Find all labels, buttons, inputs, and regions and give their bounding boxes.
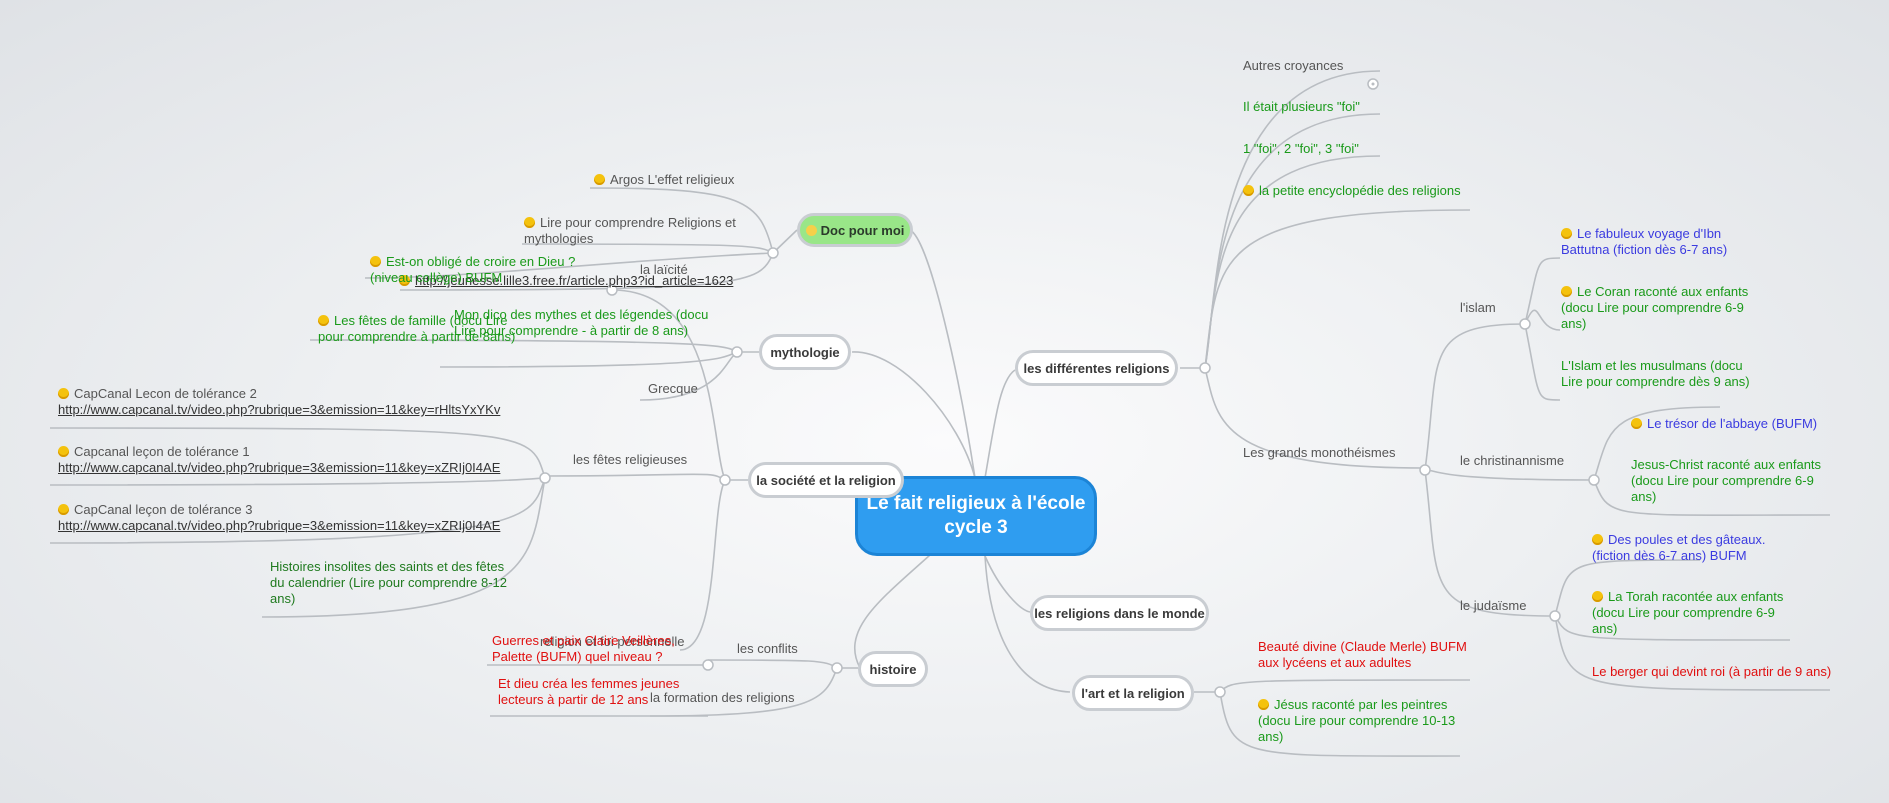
leaf-poules-gateaux[interactable]: Des poules et des gâteaux. (fiction dès … [1592,532,1766,563]
branch-grands-monotheismes[interactable]: Les grands monothéismes [1243,445,1396,460]
leaf-ibn-battutna[interactable]: Le fabuleux voyage d'Ibn Battutna (ficti… [1561,226,1728,257]
emoji-icon [318,315,329,326]
emoji-icon [58,388,69,399]
leaf-petite-encyclopedie[interactable]: la petite encyclopédie des religions [1243,183,1461,199]
emoji-icon [524,217,535,228]
branch-autres-croyances[interactable]: Autres croyances [1243,58,1344,73]
leaf-fetes-famille[interactable]: Les fêtes de famille (docu Lire pour com… [318,313,516,344]
leaf-coran[interactable]: Le Coran raconté aux enfants (docu Lire … [1561,284,1749,331]
node-doc-pour-moi[interactable]: Doc pour moi [797,213,913,247]
leaf-dico-mythes[interactable]: Mon dico des mythes et des légendes (doc… [454,307,709,338]
leaf-tresor-abbaye[interactable]: Le trésor de l'abbaye (BUFM) [1631,416,1817,432]
node-religions-monde[interactable]: les religions dans le monde [1030,595,1209,631]
leaf-grecque[interactable]: Grecque [648,381,698,396]
leaf-histoires-insolites[interactable]: Histoires insolites des saints et des fê… [270,559,508,606]
leaf-un-foi[interactable]: 1 "foi", 2 "foi", 3 "foi" [1243,141,1359,156]
branch-judaisme[interactable]: le judaïsme [1460,598,1527,613]
node-differentes-religions[interactable]: les différentes religions [1015,350,1178,386]
leaf-beaute-divine[interactable]: Beauté divine (Claude Merle) BUFM aux ly… [1258,639,1467,670]
branch-religion-foi[interactable]: religion et foi personnelle [540,634,685,649]
node-mythologie[interactable]: mythologie [759,334,851,370]
emoji-icon [1561,228,1572,239]
leaf-capcanal-2-title: CapCanal Lecon de tolérance 2 [58,386,257,402]
emoji-icon [594,174,605,185]
node-art-religion[interactable]: l'art et la religion [1072,675,1194,711]
emoji-icon [399,275,410,286]
leaf-guerres-paix[interactable]: Guerres et paix Claire Veillères, Palett… [492,633,675,664]
node-societe-religion[interactable]: la société et la religion [748,462,904,498]
branch-laicite[interactable]: la laïcité [640,262,688,277]
leaf-capcanal-2-link[interactable]: http://www.capcanal.tv/video.php?rubriqu… [58,402,501,417]
emoji-icon [1631,418,1642,429]
leaf-capcanal-3-title: CapCanal leçon de tolérance 3 [58,502,253,518]
leaf-jesus-peintres[interactable]: Jésus raconté par les peintres (docu Lir… [1258,697,1456,744]
leaf-argos[interactable]: Argos L'effet religieux [594,172,734,188]
branch-fetes-religieuses[interactable]: les fêtes religieuses [573,452,688,467]
emoji-icon [58,504,69,515]
leaf-croire-dieu[interactable]: Est-on obligé de croire en Dieu ? (nivea… [370,254,576,285]
star-icon [805,224,817,236]
leaf-torah[interactable]: La Torah racontée aux enfants (docu Lire… [1592,589,1784,636]
branch-formation-religions[interactable]: la formation des religions [650,690,795,705]
emoji-icon [1243,185,1254,196]
leaf-jesus-christ[interactable]: Jesus-Christ raconté aux enfants (docu L… [1631,457,1822,504]
leaf-capcanal-3-link[interactable]: http://www.capcanal.tv/video.php?rubriqu… [58,518,501,533]
leaf-islam-musulmans[interactable]: L'Islam et les musulmans (docu Lire pour… [1561,358,1750,389]
emoji-icon [58,446,69,457]
branch-christianisme[interactable]: le christinannisme [1460,453,1565,468]
emoji-icon [370,256,381,267]
emoji-icon [1592,534,1603,545]
leaf-jeunesse-link[interactable]: http://jeunesse.lille3.free.fr/article.p… [399,273,733,289]
leaf-capcanal-1-title: Capcanal leçon de tolérance 1 [58,444,250,460]
node-histoire[interactable]: histoire [858,651,928,687]
leaf-dieu-crea-femmes[interactable]: Et dieu créa les femmes jeunes lecteurs … [498,676,680,707]
emoji-icon [1258,699,1269,710]
branch-islam[interactable]: l'islam [1460,300,1496,315]
leaf-berger-roi[interactable]: Le berger qui devint roi (à partir de 9 … [1592,664,1832,679]
branch-conflits[interactable]: les conflits [737,641,798,656]
leaf-plusieurs-foi[interactable]: Il était plusieurs "foi" [1243,99,1360,114]
leaf-capcanal-1-link[interactable]: http://www.capcanal.tv/video.php?rubriqu… [58,460,501,475]
emoji-icon [1561,286,1572,297]
emoji-icon [1592,591,1603,602]
leaf-lire-comprendre[interactable]: Lire pour comprendre Religions et mythol… [524,215,736,246]
